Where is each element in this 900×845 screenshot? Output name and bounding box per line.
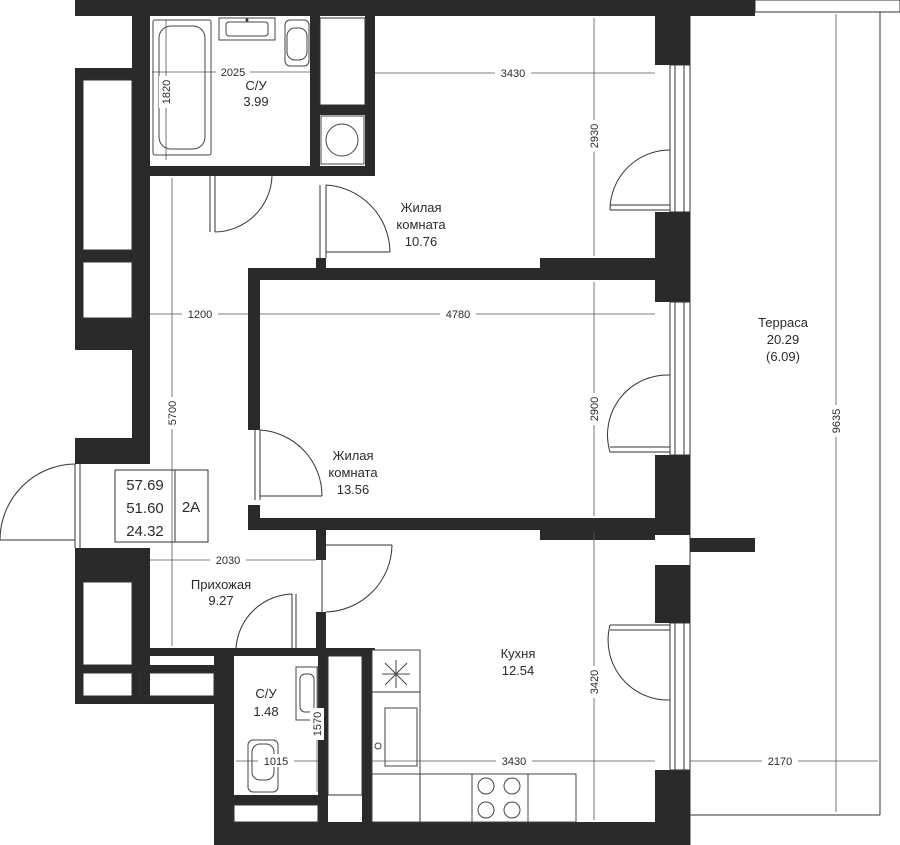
- living1-area: 10.76: [405, 234, 438, 249]
- living2-name-2: комната: [328, 465, 378, 480]
- living1-name-1: Жилая: [400, 200, 441, 215]
- dim-bath1-height: 1820: [161, 80, 173, 104]
- dim-bath2-height: 1570: [312, 712, 324, 736]
- dim-terrace-width: 2170: [768, 756, 792, 768]
- dim-bath2-width: 1015: [264, 756, 288, 768]
- kitchen-name: Кухня: [501, 646, 536, 661]
- hall-name: Прихожая: [191, 577, 251, 592]
- living1-name-2: комната: [396, 217, 446, 232]
- dim-living2-width: 4780: [446, 309, 470, 321]
- area-summary: 57.69 51.60 24.32 2А: [114, 469, 209, 543]
- dim-bath1-width: 2025: [221, 67, 245, 79]
- doors: [0, 149, 671, 701]
- dim-living2-height: 2900: [589, 397, 601, 421]
- terrace-outline: [689, 0, 900, 845]
- dim-corridor-length: 5700: [167, 401, 179, 425]
- living-area: 24.32: [126, 523, 164, 540]
- dim-terrace-length: 9635: [831, 409, 843, 433]
- bath1-area: 3.99: [243, 94, 268, 109]
- living-total-area: 51.60: [126, 500, 164, 517]
- room-labels: С/У 3.99 Жилая комната 10.76 Жилая комна…: [191, 78, 809, 719]
- kitchen-area: 12.54: [502, 663, 535, 678]
- terrace-name: Терраса: [758, 315, 809, 330]
- total-area: 57.69: [126, 477, 164, 494]
- dim-kitchen-height: 3420: [589, 670, 601, 694]
- bath2-name: С/У: [255, 686, 277, 701]
- shaft-blocks: [82, 17, 366, 823]
- terrace-area: 20.29: [767, 332, 800, 347]
- living2-area: 13.56: [337, 482, 370, 497]
- dim-living1-height: 2930: [589, 124, 601, 148]
- living2-name-1: Жилая: [332, 448, 373, 463]
- dim-hall-width: 2030: [216, 555, 240, 567]
- bath1-name: С/У: [245, 78, 267, 93]
- windows: [669, 64, 691, 771]
- apartment-type: 2А: [182, 499, 200, 516]
- bath2-area: 1.48: [253, 704, 278, 719]
- dim-living1-width: 3430: [501, 68, 525, 80]
- terrace-area-reduced: (6.09): [766, 349, 800, 364]
- dim-corridor-width: 1200: [188, 309, 212, 321]
- fixtures: [152, 17, 577, 823]
- dim-kitchen-width: 3430: [502, 756, 526, 768]
- walls: [75, 0, 755, 845]
- dimension-labels: 2025 1820 3430 2930 1200 4780 2900 5700 …: [159, 65, 843, 768]
- hall-area: 9.27: [208, 593, 233, 608]
- kitchen-sink: [384, 707, 418, 767]
